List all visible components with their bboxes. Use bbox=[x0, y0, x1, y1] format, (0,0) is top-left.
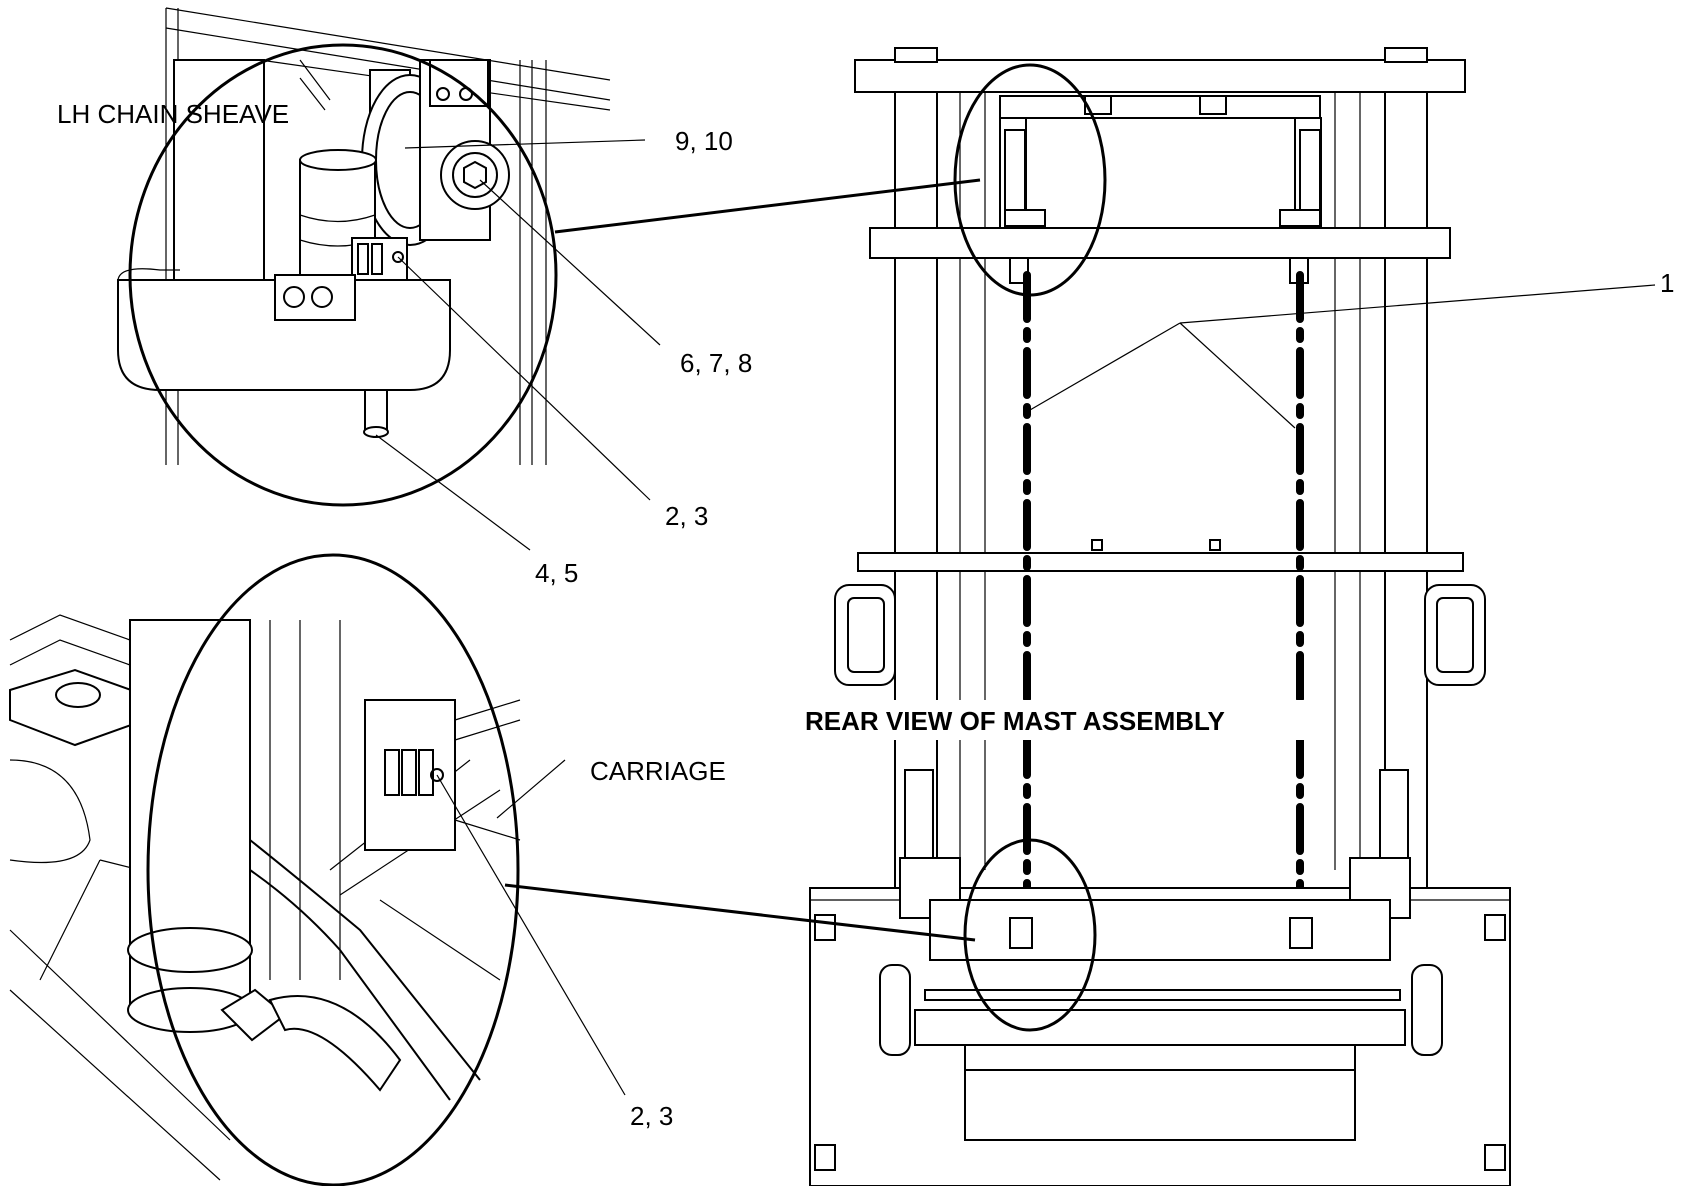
rear-view-mast bbox=[805, 47, 1511, 1187]
detail-carriage bbox=[9, 553, 521, 1187]
callout-1: 1 bbox=[1660, 268, 1674, 298]
leader-2-3-top bbox=[397, 256, 651, 501]
callout-9-10: 9, 10 bbox=[675, 126, 733, 156]
leader-1-right-chain bbox=[1179, 322, 1296, 429]
leader-1-left-chain bbox=[1029, 322, 1181, 411]
leader-top-detail bbox=[554, 178, 981, 234]
leader-carriage bbox=[496, 759, 566, 819]
leader-bottom-detail bbox=[504, 883, 976, 942]
leader-1-main bbox=[1179, 284, 1656, 324]
label-lh-chain-sheave: LH CHAIN SHEAVE bbox=[57, 99, 289, 129]
detail-lh-chain-sheave bbox=[117, 7, 611, 507]
callout-4-5: 4, 5 bbox=[535, 558, 578, 588]
callout-labels: LH CHAIN SHEAVE 9, 10 6, 7, 8 2, 3 4, 5 … bbox=[57, 99, 1674, 1131]
leader-9-10 bbox=[404, 139, 646, 149]
leader-lines bbox=[375, 139, 1656, 1096]
leader-6-7-8 bbox=[479, 179, 661, 346]
callout-2-3-top: 2, 3 bbox=[665, 501, 708, 531]
leader-2-3-bottom bbox=[436, 774, 626, 1096]
callout-2-3-bottom: 2, 3 bbox=[630, 1101, 673, 1131]
leader-4-5 bbox=[375, 434, 531, 551]
label-carriage: CARRIAGE bbox=[590, 756, 726, 786]
callout-6-7-8: 6, 7, 8 bbox=[680, 348, 752, 378]
label-rear-view-title: REAR VIEW OF MAST ASSEMBLY bbox=[805, 706, 1225, 736]
